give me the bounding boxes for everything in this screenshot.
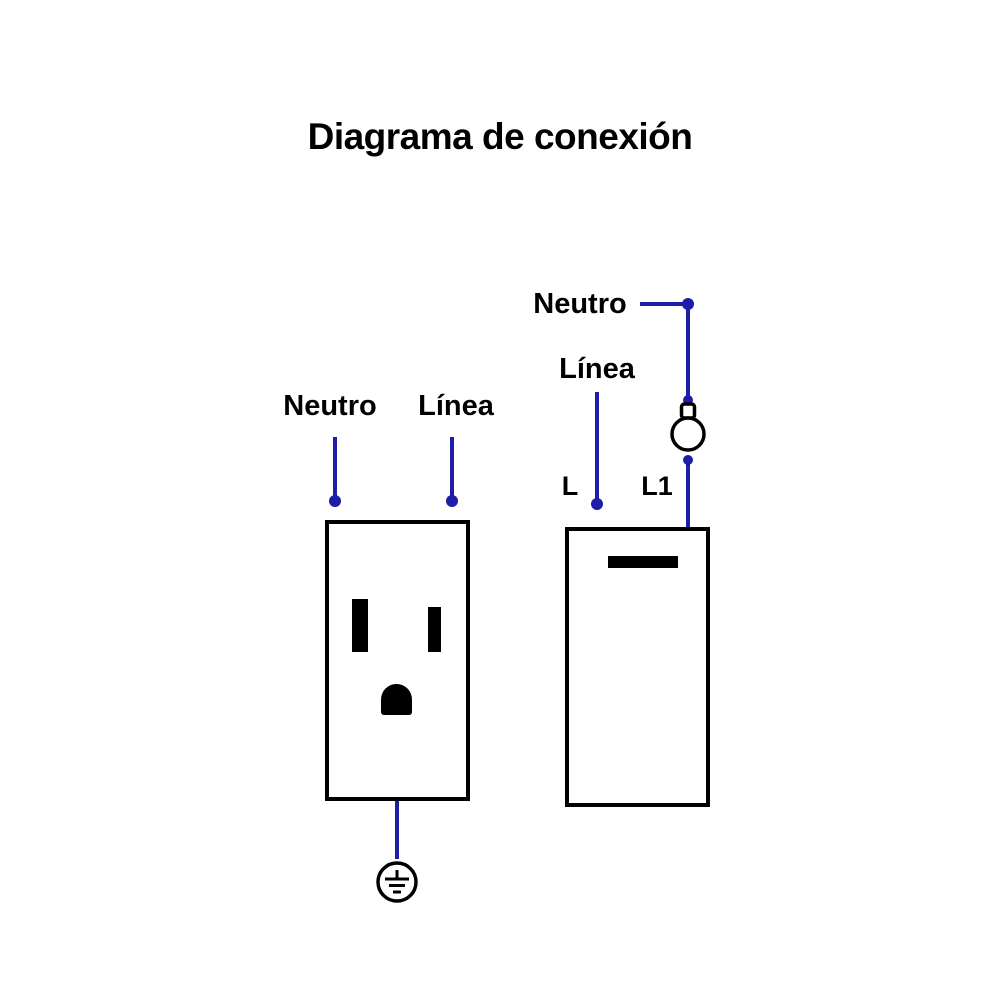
- outlet-ground-wire: [395, 801, 399, 859]
- l1-wire: [686, 460, 690, 527]
- outlet-neutro-label: Neutro: [283, 390, 377, 422]
- ground-icon: [376, 861, 418, 903]
- switch-body: [565, 527, 710, 807]
- wire-junction-dot: [329, 495, 341, 507]
- outlet-body: [325, 520, 470, 801]
- switch-linea-label: Línea: [559, 353, 635, 385]
- outlet-neutral-slot: [352, 599, 368, 652]
- neutro-wire-horizontal: [640, 302, 684, 306]
- terminal-l-label: L: [561, 471, 579, 501]
- switch-rocker: [608, 556, 678, 568]
- switch-neutro-label: Neutro: [533, 288, 627, 320]
- outlet-ground-slot: [381, 684, 412, 715]
- neutro-wire-to-bulb: [686, 304, 690, 400]
- outlet-linea-label: Línea: [418, 390, 494, 422]
- linea-wire: [595, 392, 599, 502]
- outlet-line-slot: [428, 607, 441, 652]
- wire-junction-dot: [591, 498, 603, 510]
- outlet-neutro-wire: [333, 437, 337, 499]
- outlet-linea-wire: [450, 437, 454, 499]
- wire-junction-dot: [446, 495, 458, 507]
- page-title: Diagrama de conexión: [307, 116, 693, 157]
- terminal-l1-label: L1: [641, 471, 673, 501]
